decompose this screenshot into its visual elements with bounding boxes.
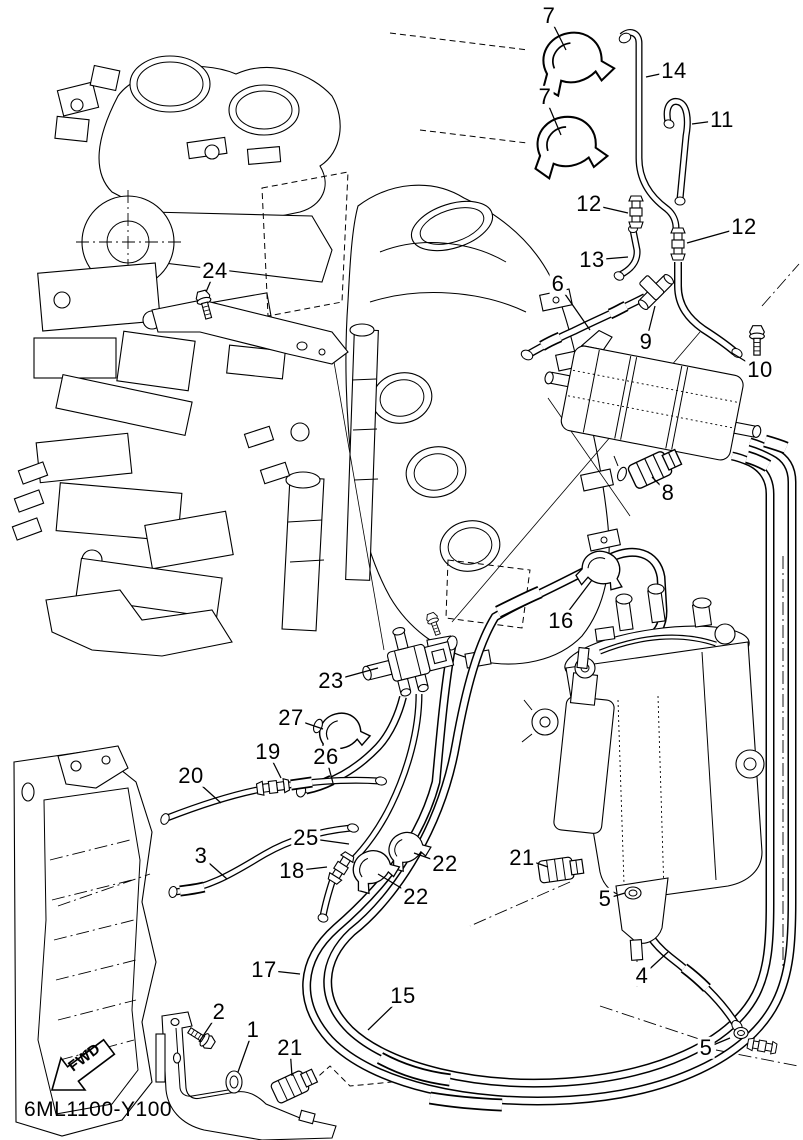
- callout-25-18: 25: [291, 824, 321, 850]
- callout-18-20: 18: [277, 857, 307, 883]
- fuel-hoses: [160, 31, 792, 1112]
- callout-22-21: 22: [430, 850, 460, 876]
- callout-12-5: 12: [729, 213, 759, 239]
- callout-7-2: 7: [536, 83, 554, 109]
- callout-15-27: 15: [388, 982, 418, 1008]
- callout-5-31: 5: [697, 1034, 715, 1060]
- callout-17-26: 17: [249, 956, 279, 982]
- callout-20-17: 20: [176, 762, 206, 788]
- vapor-separator: [521, 583, 765, 988]
- callout-11-3: 11: [708, 106, 736, 132]
- callout-8-11: 8: [659, 479, 677, 505]
- fitting-19: [255, 777, 291, 797]
- clamp-5-bottom: [733, 1026, 749, 1040]
- callout-7-0: 7: [540, 2, 558, 28]
- bracket-1: [155, 1011, 337, 1140]
- callout-10-9: 10: [745, 356, 775, 382]
- clamp-5-bottom-inner: [737, 1030, 745, 1036]
- callout-6-7: 6: [549, 270, 567, 296]
- callout-5-24: 5: [596, 885, 614, 911]
- fuel-filter: [544, 329, 762, 461]
- crankcase-left: [13, 745, 157, 1137]
- clamp-21-bottom: [269, 1065, 320, 1105]
- construction-lines: [57, 32, 800, 1087]
- callout-16-12: 16: [546, 607, 576, 633]
- callout-3-19: 3: [192, 842, 210, 868]
- fitting-bottom-right: [746, 1036, 778, 1056]
- part-code: 6ML1100-Y100: [24, 1098, 173, 1121]
- callout-9-8: 9: [637, 328, 655, 354]
- callout-21-30: 21: [275, 1034, 305, 1060]
- callout-22-22: 22: [401, 883, 431, 909]
- fitting-18: [326, 850, 356, 886]
- clamp-7b: [526, 109, 611, 182]
- callout-1-29: 1: [244, 1016, 262, 1042]
- filter-clamp-8: [613, 444, 685, 491]
- bracket-24: [151, 288, 349, 365]
- callout-14-1: 14: [659, 57, 689, 83]
- callout-2-28: 2: [210, 998, 228, 1024]
- callout-13-6: 13: [577, 246, 607, 272]
- fitting-12a: [628, 195, 644, 229]
- callout-23-13: 23: [316, 667, 346, 693]
- callout-27-14: 27: [276, 704, 306, 730]
- callout-12-4: 12: [574, 190, 604, 216]
- clamp-27-screw: [312, 718, 324, 734]
- fitting-12b: [670, 227, 686, 261]
- engine-block-left: [11, 55, 341, 657]
- vapor-valve-23: [362, 611, 455, 697]
- callout-4-25: 4: [633, 962, 651, 988]
- callout-19-15: 19: [253, 738, 283, 764]
- callout-26-16: 26: [311, 743, 341, 769]
- joint-bolt-right: [749, 325, 765, 356]
- callout-24-10: 24: [200, 257, 230, 283]
- tee-joint: [637, 273, 675, 311]
- callout-21-23: 21: [507, 844, 537, 870]
